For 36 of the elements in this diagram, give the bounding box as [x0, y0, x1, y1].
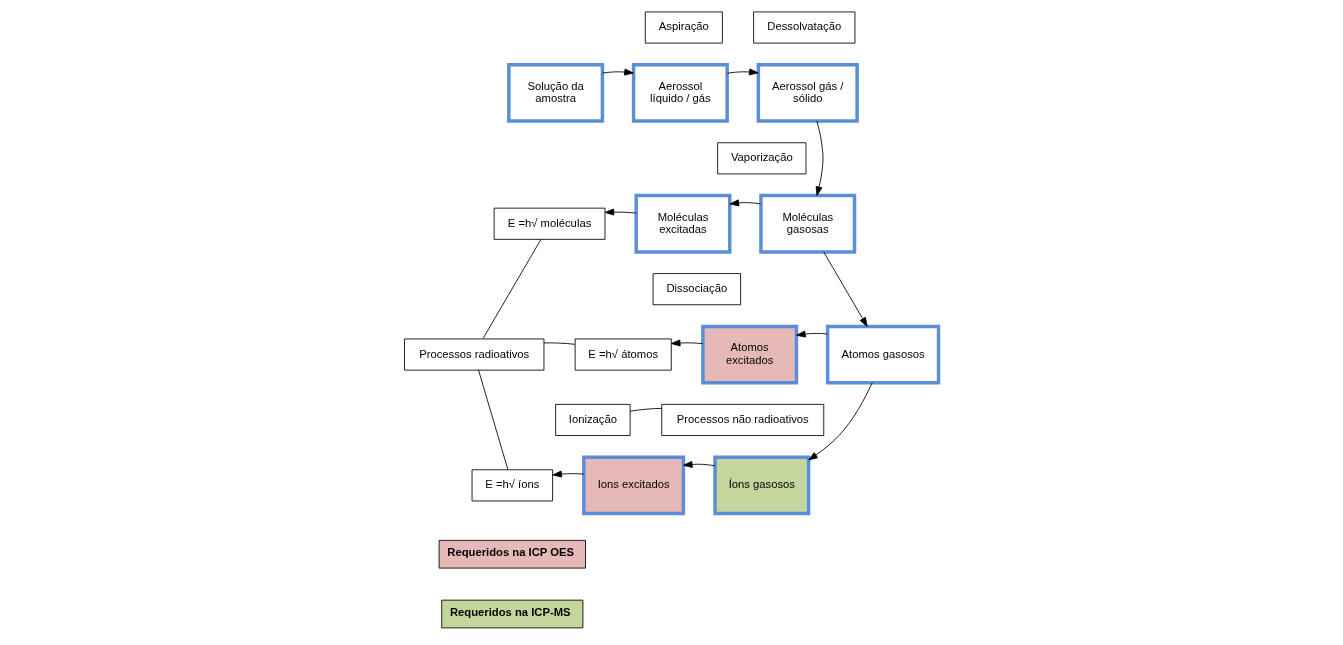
node-box: Moléculas excitadas [634, 193, 732, 254]
node-box: Aerossol líquido / gás [631, 63, 729, 123]
node-box: Dessolvatação [753, 11, 856, 44]
arrow [808, 382, 873, 461]
arrow [815, 120, 824, 196]
node-box: Atomos excitados [701, 324, 799, 385]
connector [478, 369, 509, 470]
arrow [604, 208, 637, 216]
node-box: E =h√ átomos [574, 338, 672, 371]
node-box: Dissociação [652, 273, 742, 306]
arrow [670, 339, 704, 347]
arrow [552, 470, 585, 478]
node-box: Íons gasosos [713, 455, 811, 516]
legend-label: Requeridos na ICP OES [447, 546, 575, 559]
node-box: Atomos gasosos [825, 324, 941, 385]
connector [482, 238, 542, 340]
arrow [602, 68, 634, 76]
node-box: Ionização [555, 403, 631, 436]
arrow [726, 68, 759, 76]
node-box: Vaporização [717, 142, 807, 175]
node-box: E =h√ moléculas [493, 207, 606, 240]
legend-label: Requeridos na ICP-MS [449, 606, 571, 619]
node-box: Processos não radioativos [661, 403, 825, 436]
node-box: E =h√ íons [471, 469, 554, 502]
node-box: Ions excitados [582, 455, 686, 516]
node-box: Moléculas gasosas [759, 193, 857, 254]
node-box: Aerossol gás / sólido [756, 63, 859, 123]
node-box: Processos radioativos [404, 338, 545, 371]
arrow [823, 251, 868, 327]
arrow [683, 460, 716, 468]
connector [629, 407, 663, 412]
arrow [796, 330, 828, 338]
arrow [729, 199, 762, 207]
node-box: Aspiração [644, 11, 723, 44]
node-box: Solução da amostra [507, 63, 605, 123]
connector [543, 342, 576, 345]
